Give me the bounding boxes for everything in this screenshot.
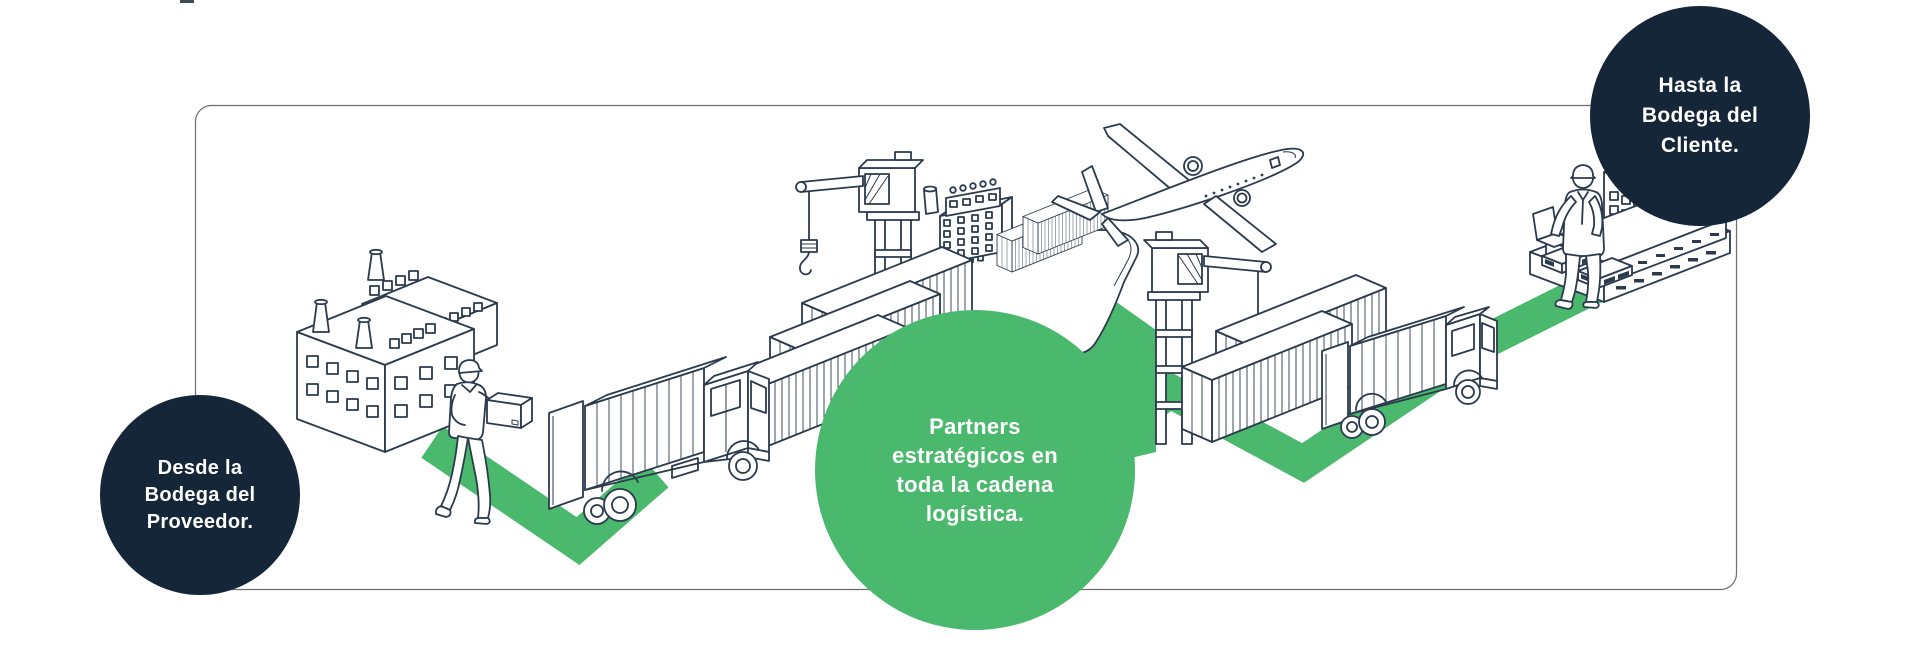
badge-supplier: Desde la Bodega del Proveedor. (100, 395, 300, 595)
badge-partners-line: logística. (925, 501, 1025, 526)
airplane-icon (1051, 123, 1305, 253)
truck-closed-icon (1321, 306, 1498, 439)
worker-carrying-box-icon (434, 359, 533, 525)
badge-partners-line: estratégicos en (892, 443, 1058, 468)
badge-client-line: Hasta la (1658, 74, 1742, 97)
badge-supplier-line: Desde la (157, 456, 243, 479)
badge-partners-line: toda la cadena (896, 472, 1054, 497)
cropped-edge-artifact (180, 0, 194, 3)
badge-client: Hasta la Bodega del Cliente. (1590, 6, 1810, 226)
truck-open-rear-icon (548, 356, 770, 525)
badge-partners: Partners estratégicos en toda la cadena … (815, 310, 1135, 630)
badge-supplier-line: Bodega del (144, 483, 256, 506)
badge-client-line: Cliente. (1660, 134, 1740, 157)
badge-client-line: Bodega del (1641, 104, 1759, 127)
worker-with-laptop-icon (1550, 164, 1605, 310)
badge-supplier-line: Proveedor. (146, 510, 254, 533)
badge-partners-line: Partners (929, 414, 1021, 439)
